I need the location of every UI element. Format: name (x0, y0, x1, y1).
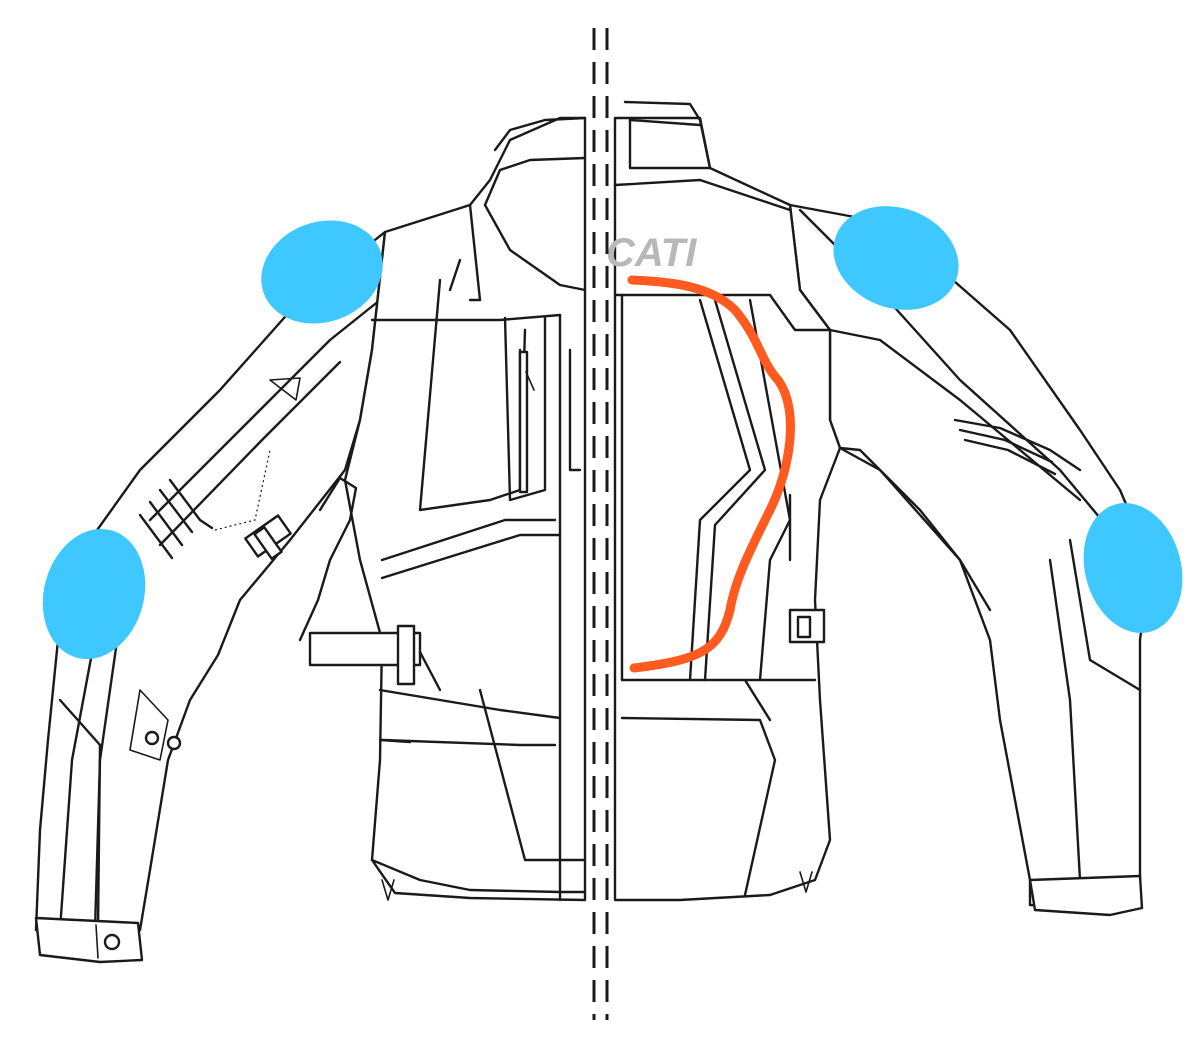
front-torso (343, 116, 587, 902)
back-protector (627, 275, 795, 673)
front-collar (493, 116, 587, 152)
brand-logo: CATI (606, 231, 697, 275)
front-cuff (34, 916, 144, 964)
snap-button (144, 730, 160, 746)
shoulder-protector-front (261, 220, 383, 324)
front-sleeve (34, 230, 387, 932)
back-collar (623, 100, 712, 170)
jacket-front-half (34, 116, 587, 964)
cuff-snap (103, 933, 121, 951)
elbow-protector-back (1083, 503, 1183, 633)
elbow-protector-front (42, 528, 146, 660)
snap-button (166, 735, 182, 751)
shoulder-protector-back (833, 206, 959, 310)
jacket-back-half (613, 100, 1152, 917)
back-cuff (1028, 874, 1144, 917)
chest-zipper (518, 350, 529, 494)
